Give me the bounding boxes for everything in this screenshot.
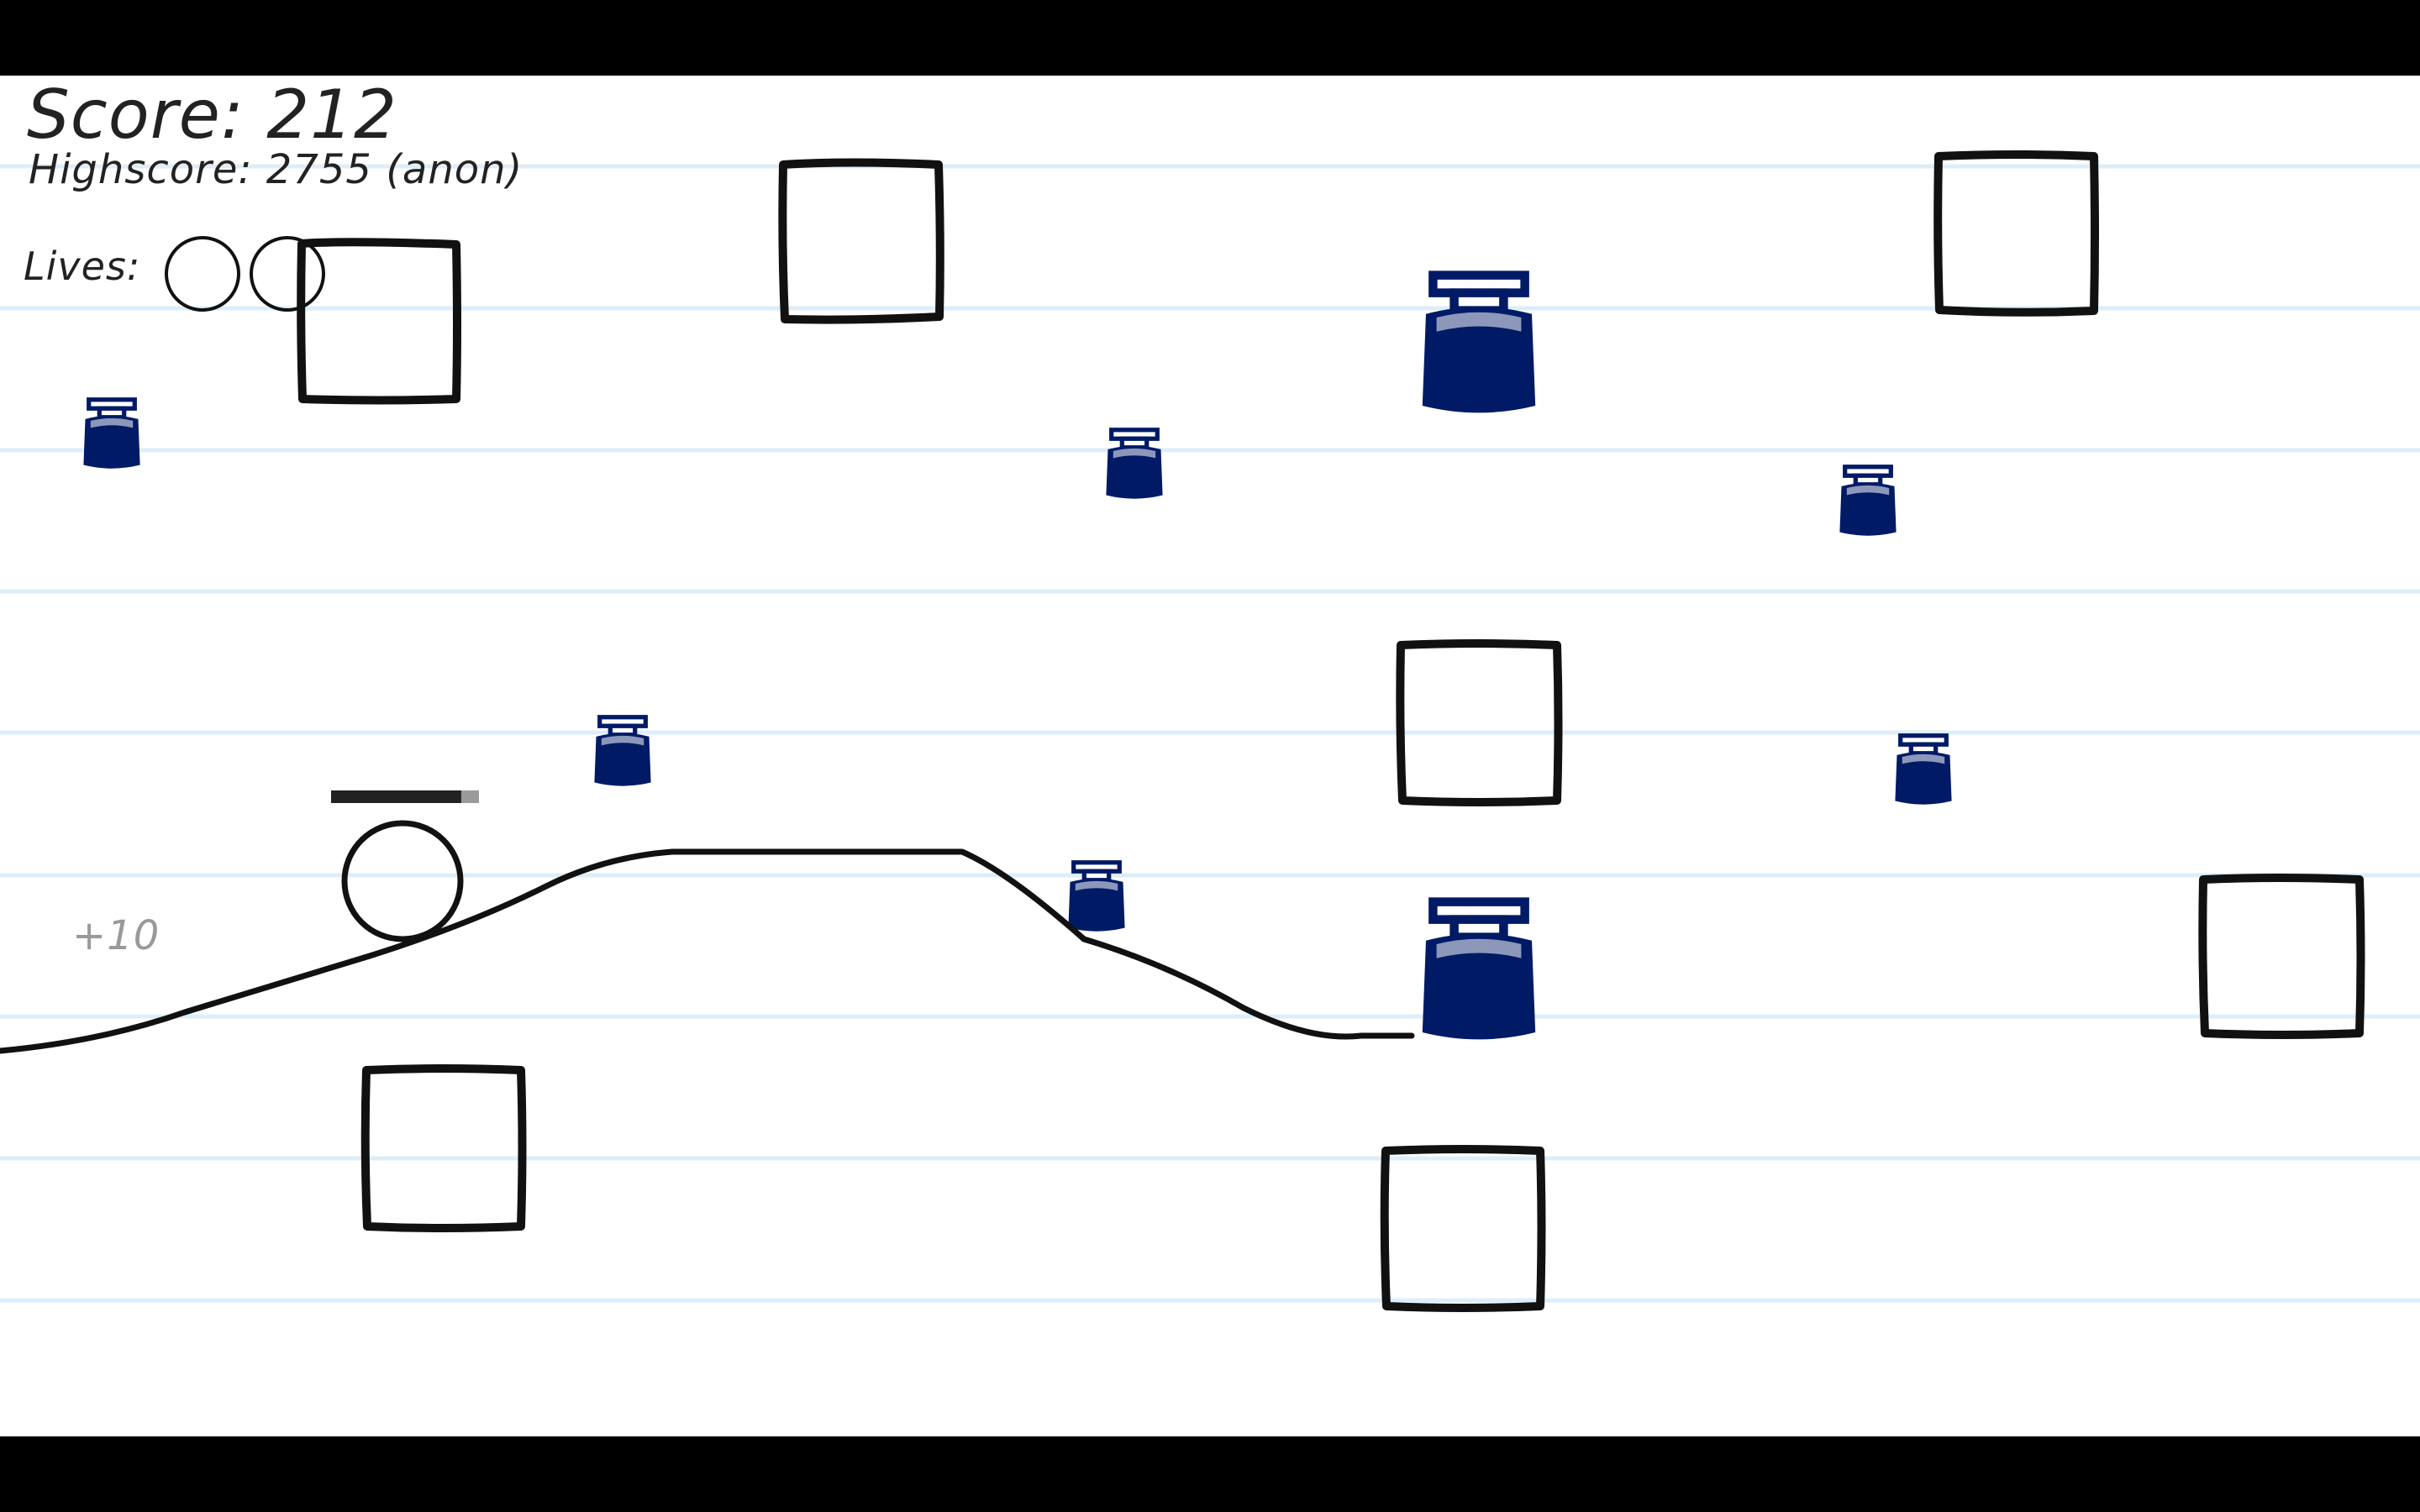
ink-jar-icon [1895,736,1951,805]
life-circle-icon [165,236,240,312]
terrain-line [0,848,1415,1054]
life-circle-icon [250,236,325,312]
points-popup: +10 [72,912,160,959]
ink-jar-icon [1839,467,1896,536]
letterbox-top [0,0,2420,76]
ink-jar-icon [594,717,650,786]
ink-jar-icon [1068,863,1124,932]
lives-indicator [165,236,325,312]
lives-label: Lives: [24,244,141,289]
square-block-icon [1380,1145,1546,1312]
ruled-lines [0,164,2420,1303]
square-block-icon [1933,150,2099,317]
charge-bar [331,790,479,803]
game-canvas[interactable]: Score: 212 Highscore: 2755 (anon) Lives:… [0,76,2420,1436]
highscore-text: Highscore: 2755 (anon) [29,146,523,193]
charge-bar-fill [331,790,461,803]
square-block-icon [1396,639,1563,806]
ink-jar-icon [1106,430,1162,499]
obstacles [297,150,2365,1312]
score-text: Score: 212 [27,76,397,154]
square-block-icon [360,1064,527,1232]
player-ball-icon [341,820,464,942]
game-scene [0,150,2420,1312]
square-block-icon [778,158,944,324]
ink-jar-icon [1423,276,1535,413]
ink-jar-icon [1423,902,1535,1040]
square-block-icon [297,238,461,405]
square-block-icon [2198,874,2365,1039]
ink-jar-icon [83,400,139,469]
letterbox-bottom [0,1436,2420,1512]
